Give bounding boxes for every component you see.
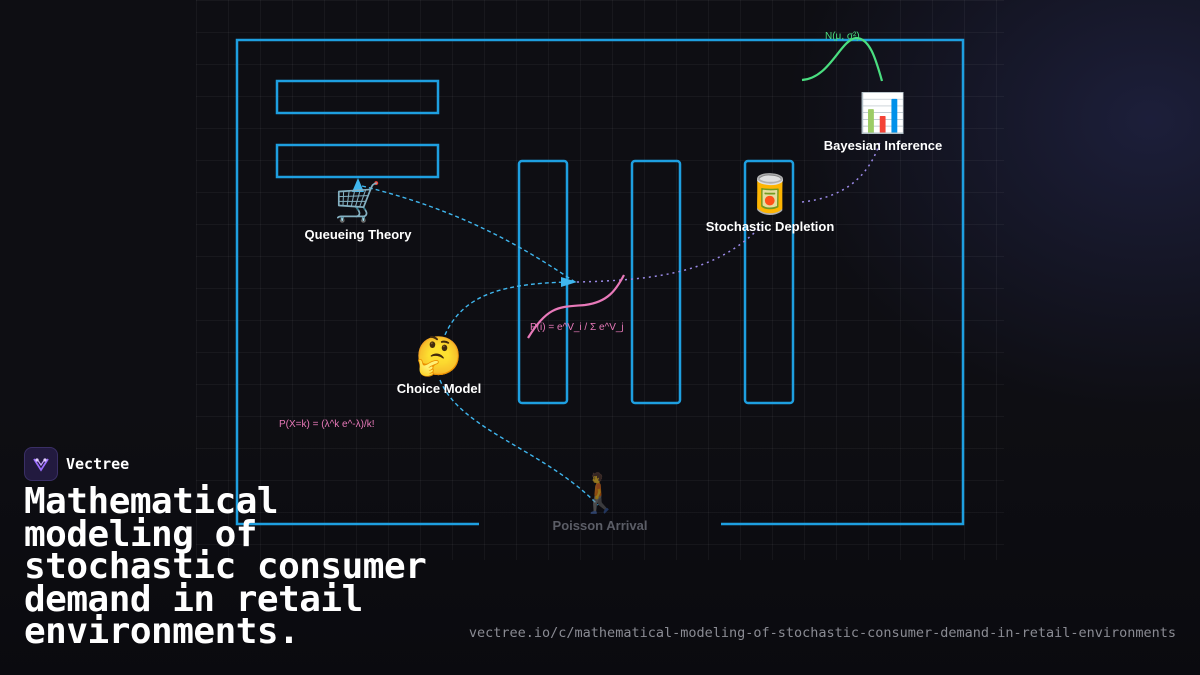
node-label: Bayesian Inference <box>823 138 943 153</box>
poisson-formula: P(X=k) = (λ^k e^-λ)/k! <box>279 419 375 430</box>
node-label: Poisson Arrival <box>552 518 648 533</box>
flow-queueing-to-center <box>361 185 576 283</box>
flow-choice-to-poisson <box>439 379 599 506</box>
flow-choice-to-center <box>439 281 574 349</box>
normal-formula: N(μ, σ²) <box>825 31 860 42</box>
node-poisson-arrival: 🚶 Poisson Arrival <box>510 472 690 533</box>
store-outline <box>235 38 965 526</box>
aisle-3 <box>743 159 795 405</box>
checkout-counter-2 <box>275 143 440 179</box>
logit-formula: P(i) = e^V_i / Σ e^V_j <box>530 322 624 333</box>
node-choice-model: 🤔 Choice Model <box>349 335 529 396</box>
flow-center-to-depletion <box>576 221 766 283</box>
page-title: Mathematical modeling of stochastic cons… <box>24 481 427 652</box>
shopping-cart-icon: 🛒 <box>334 182 382 224</box>
logit-curve <box>527 274 625 339</box>
node-label: Stochastic Depletion <box>705 219 835 234</box>
checkout-counter-1 <box>275 79 440 115</box>
vectree-logo-icon <box>24 447 58 481</box>
grid-background <box>196 0 1004 560</box>
arrowhead-center <box>561 277 577 287</box>
brand-name: Vectree <box>66 455 130 473</box>
arrowhead-queueing <box>352 178 364 192</box>
node-label: Choice Model <box>396 381 482 396</box>
canned-food-icon: 🥫 <box>746 174 794 216</box>
bar-chart-icon: 📊 <box>859 93 907 135</box>
person-walking-icon: 🚶 <box>576 473 624 515</box>
normal-distribution-curve <box>801 36 884 82</box>
node-bayesian-inference: 📊 Bayesian Inference <box>793 92 973 153</box>
node-stochastic-depletion: 🥫 Stochastic Depletion <box>680 173 860 234</box>
source-url[interactable]: vectree.io/c/mathematical-modeling-of-st… <box>468 625 1176 641</box>
thinking-face-icon: 🤔 <box>415 336 463 378</box>
brand[interactable]: Vectree <box>24 447 129 481</box>
aisle-2 <box>630 159 682 405</box>
node-label: Queueing Theory <box>304 227 412 242</box>
node-queueing-theory: 🛒 Queueing Theory <box>268 181 448 242</box>
